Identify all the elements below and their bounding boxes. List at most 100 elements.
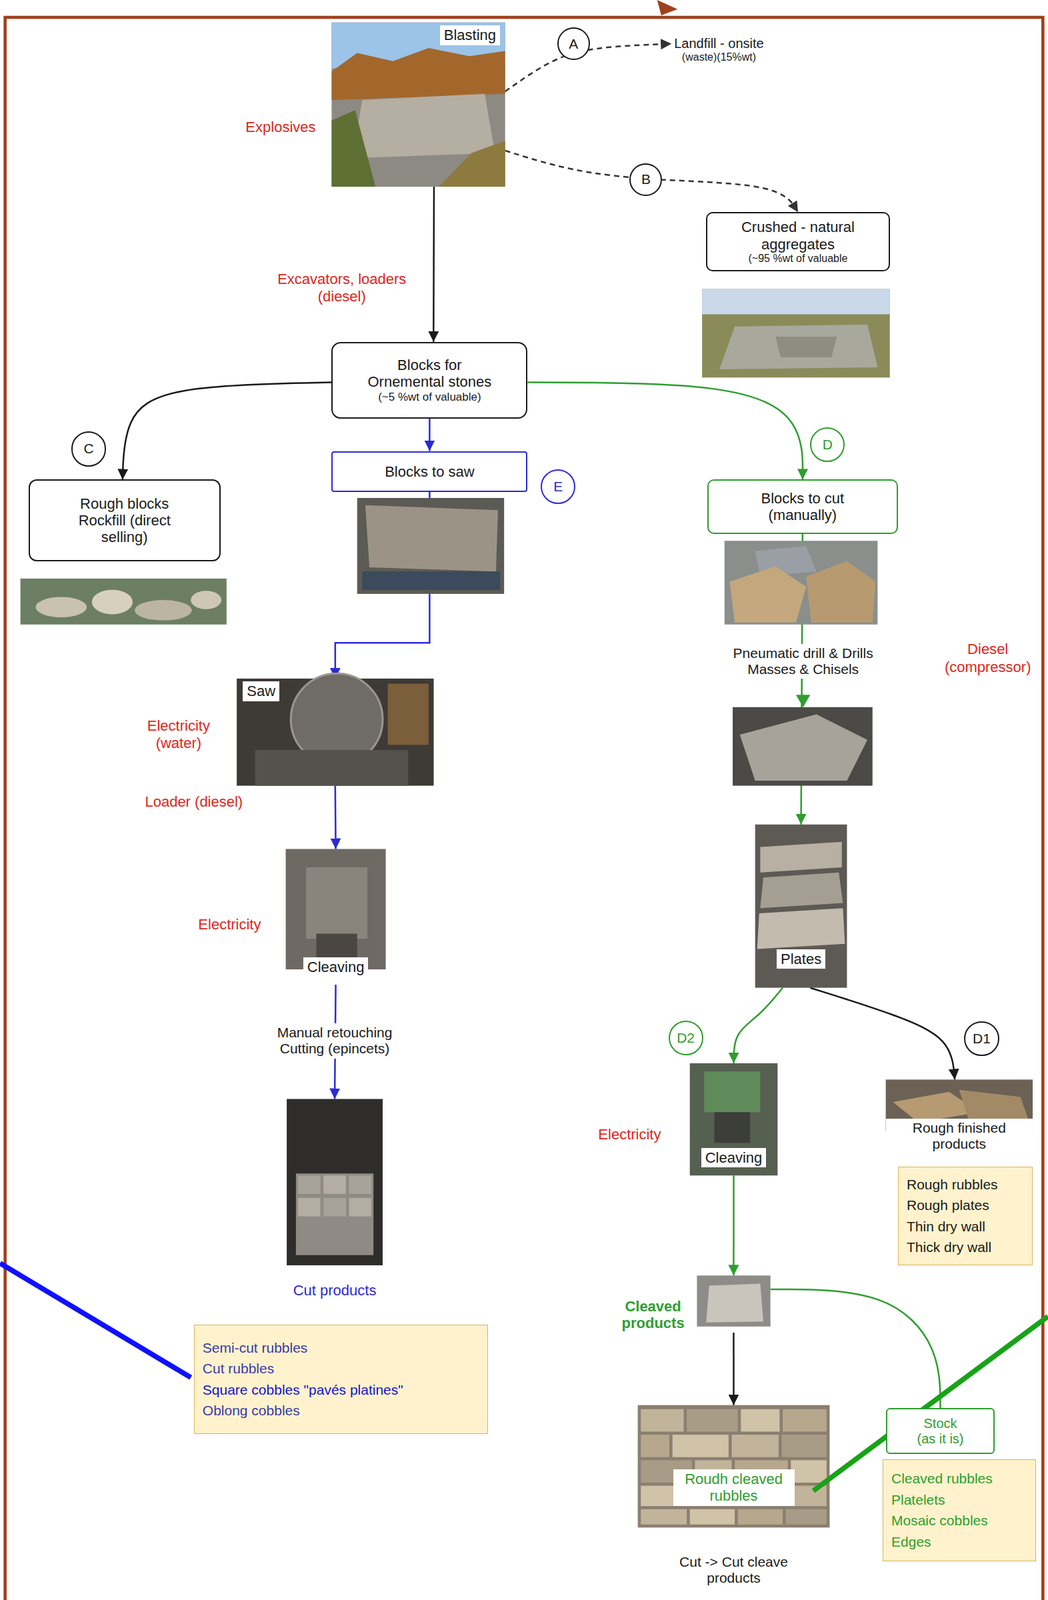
photo-node: Roudh cleaved rubblesCut -> Cut cleave p… [638,1405,830,1600]
flow-connector [732,1175,735,1276]
photo-plate [760,872,843,909]
cleaving-machine-photo [690,1063,778,1176]
cleaved-photo [696,1275,770,1327]
flow-connector [122,382,332,480]
photo-detail [388,684,429,746]
node-text: Semi-cut rubbles [202,1337,308,1359]
node-text: Plates [776,949,826,969]
photo-block [255,750,409,786]
photo-ground [755,824,848,988]
flow-connector [770,1289,941,1408]
photo-ground [638,1405,830,1528]
resource-label: Electricity [598,1126,661,1144]
node-text: Rough blocks Rockfill (direct selling) [69,495,180,546]
resource-label: Loader (diesel) [144,793,243,811]
photo-stone [781,1434,826,1458]
photo-cobble [348,1198,372,1217]
resource-label: Diesel (compressor) [944,640,1032,676]
photo-node: Saw [236,678,434,786]
photo-cobble [298,1175,321,1194]
process-box: Blocks to cut (manually) [707,479,898,534]
photo-stone [190,590,222,610]
photo-stone [738,1509,783,1525]
blocks-to-cut-photo [724,540,878,625]
photo-stone [782,1409,827,1432]
saw-photo [236,673,434,786]
photo-ground [690,1063,778,1176]
node-text: Oblong cobbles [202,1400,300,1422]
node-text: Square cobbles "pavés platines" [202,1379,404,1401]
label-holder: Electricity [198,916,261,934]
photo-ground [724,540,878,625]
node-text: Rough rubbles [906,1174,998,1196]
callout-letter: D1 [972,1030,991,1047]
photo-stone [36,596,88,618]
node-text: Rough plates [906,1194,990,1216]
label-holder: Explosives [245,118,316,136]
callout-circle: E [540,469,576,504]
node-text: Rough finished products [886,1118,1033,1154]
label-holder: Electricity (water) [135,717,222,753]
photo-ground [286,848,386,970]
node-text: Roudh cleaved rubbles [673,1469,795,1506]
resource-label: Electricity [198,916,261,934]
photo-sky [702,288,890,314]
photo-ground [357,498,504,594]
photo-stone [134,600,192,621]
photo-trees [331,48,505,100]
photo-pit [775,336,837,358]
node-text: Edges [891,1531,932,1553]
product-list: Cleaved rubblesPlateletsMosaic cobblesEd… [882,1459,1036,1562]
flow-connector [810,988,955,1080]
photo-stone [92,590,133,615]
frame [5,17,1044,1600]
leader-line [0,1263,191,1378]
photo-stone [740,714,868,780]
label-holder: Loader (diesel) [144,793,243,811]
callout-letter: D [822,436,833,453]
node-text: Cleaving [303,957,369,977]
node-text: (~5 %wt of valuable) [378,390,482,404]
photo-cobble [323,1175,346,1194]
callout-letter: A [568,36,578,52]
flow-connector [734,988,783,1064]
process-box: Stock (as it is) [886,1408,996,1454]
photo-ground [20,578,227,625]
aggregates-photo [702,288,890,378]
photo-pallet [362,571,500,590]
process-box: Blocks for Ornemental stones(~5 %wt of v… [331,342,528,419]
label-holder: Excavators, loaders (diesel) [273,270,410,306]
photo-rock [352,94,495,158]
photo-pile [296,1173,374,1255]
process-box: Rough blocks Rockfill (direct selling) [28,479,221,561]
photo-machine [704,1071,760,1112]
photo-stone [786,1509,827,1525]
photo-ground [286,1098,383,1265]
node-text: Landfill - onsite [674,36,764,52]
node-text: Blocks to cut (manually) [747,490,858,524]
photo-node: Cut products [286,1099,383,1304]
photo-stone [640,1434,670,1458]
photo-stone [640,1509,687,1525]
flow-connector [334,786,337,850]
frame-arrow [657,0,678,16]
node-text: Cut -> Cut cleave products [664,1554,804,1586]
photo-ground [732,707,873,786]
photo-machine [306,867,368,939]
photo-ground [696,1275,770,1327]
node-text: Crushed - natural aggregates [715,218,881,253]
callout-circle: B [629,163,662,196]
flow-connector [527,382,803,480]
photo-node: Cleaving [286,849,386,986]
process-box: Blocks to saw [331,451,528,492]
node-text: Blasting [440,25,500,45]
label-holder: Diesel (compressor) [944,640,1032,676]
resource-label: Electricity (water) [135,717,222,753]
photo-stone [672,1434,729,1458]
text-node: Landfill - onsite(waste)(15%wt) [671,34,767,65]
drilled-photo [732,707,873,786]
flow-connector [732,1332,735,1406]
photo-block [365,505,498,572]
node-text: Cleaved rubbles [891,1468,993,1490]
callout-letter: C [84,440,94,457]
